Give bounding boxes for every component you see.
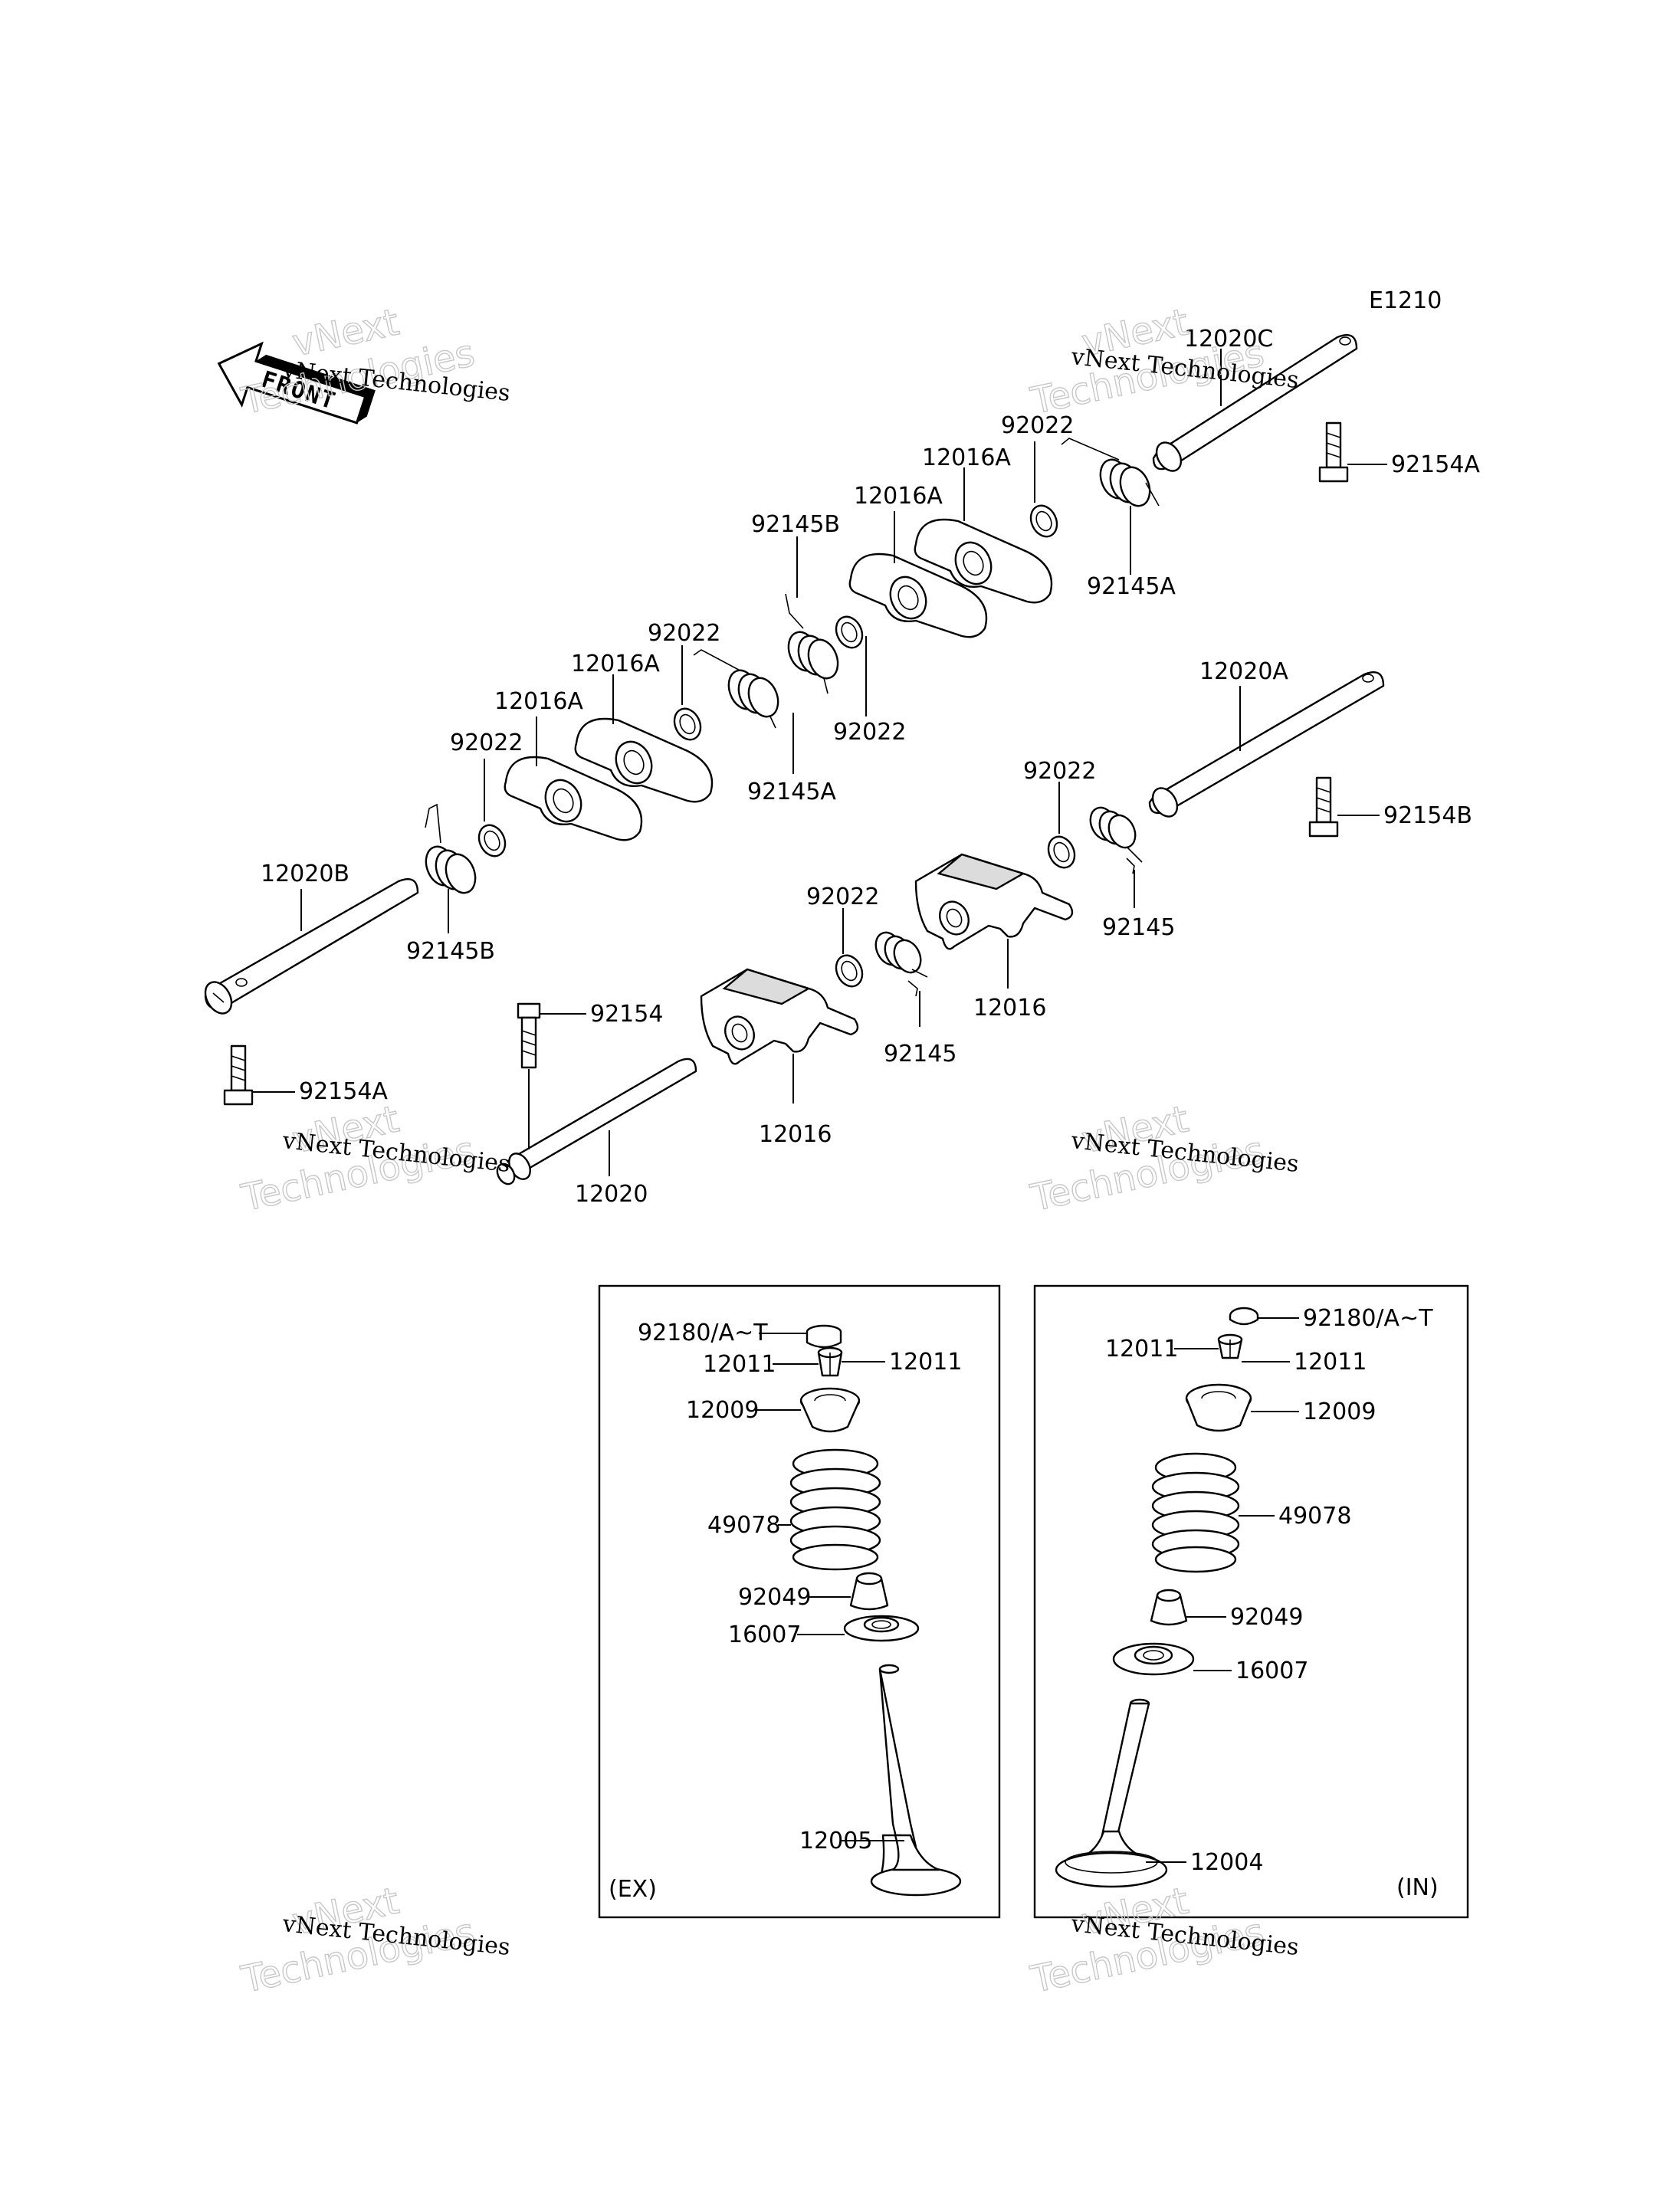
in-label: (IN) [1396,1874,1439,1901]
spring-seat-16007-ex [843,1615,920,1642]
washer-92022-e [1047,835,1076,869]
shim-92180-ex [806,1324,842,1349]
label-92022-c: 92022 [833,719,906,746]
washer-92022-top [1029,504,1058,538]
in-label-92049: 92049 [1230,1604,1303,1631]
label-92022-e: 92022 [1023,758,1096,785]
rocker-shaft-12020B [204,877,419,1015]
rocker-arm-12016A-c [574,717,714,803]
ex-label-16007: 16007 [728,1622,801,1648]
washer-92022-b [835,615,864,649]
rocker-shaft-12020 [496,1058,697,1185]
label-92145A-b: 92145A [747,779,836,805]
ex-label-12011-left: 12011 [703,1351,776,1378]
in-label-12011-left: 12011 [1105,1336,1178,1362]
bolt-92154B [1308,776,1339,838]
spring-92145A-top [1061,438,1160,507]
exhaust-valve-12005 [870,1664,962,1897]
label-92145B-b: 92145B [406,938,495,965]
washer-92022-d [477,824,507,857]
ex-label-92049: 92049 [738,1584,811,1611]
spring-92145B-a [785,593,839,694]
label-12020: 12020 [575,1181,648,1208]
rocker-arm-12016A-b [848,553,988,638]
ex-label-92180: 92180/A~T [638,1320,768,1346]
spring-92145-b [874,931,928,997]
label-92022-f: 92022 [806,884,879,910]
label-12016A-d: 12016A [494,688,583,715]
valve-spring-49078-ex [789,1448,881,1571]
in-label-12011-right: 12011 [1294,1349,1367,1376]
label-92154: 92154 [590,1001,663,1028]
label-92154A-bottom: 92154A [299,1078,388,1105]
label-12020A: 12020A [1199,658,1288,685]
bolt-92154A-bottom [223,1044,254,1106]
spring-92145B-b [425,803,477,894]
ex-label-12009: 12009 [686,1397,759,1424]
bolt-92154 [517,1002,541,1069]
in-label-92180: 92180/A~T [1303,1305,1433,1332]
ex-label-12011-right: 12011 [889,1349,962,1376]
washer-92022-c [673,707,702,741]
stem-seal-92049-in [1150,1589,1188,1626]
stem-seal-92049-ex [849,1572,889,1611]
rocker-arm-12016A-a [914,518,1053,604]
rocker-arm-12016-a [914,853,1074,950]
label-92022-a: 92022 [1001,412,1074,439]
label-92145A-top: 92145A [1087,573,1176,600]
in-label-49078: 49078 [1278,1503,1351,1530]
label-12016-a: 12016 [973,995,1046,1021]
washer-92022-f [835,954,864,988]
label-92154A-top: 92154A [1391,451,1480,478]
rocker-arm-12016-b [700,968,859,1065]
label-92022-d: 92022 [450,730,523,756]
label-12016A-a: 12016A [922,444,1011,471]
in-label-12004: 12004 [1190,1849,1263,1876]
in-panel [1033,1284,1469,1919]
valve-spring-49078-in [1151,1452,1240,1573]
label-12016-b: 12016 [759,1121,832,1148]
front-arrow-icon: FRONT [217,341,376,425]
bolt-92154A-top [1318,421,1349,483]
label-12020C: 12020C [1184,326,1273,353]
label-92145B-a: 92145B [751,511,840,538]
intake-valve-12004 [1055,1698,1168,1888]
label-92145-a: 92145 [1102,914,1175,941]
spring-seat-16007-in [1112,1642,1195,1676]
rocker-shaft-12020A [1148,671,1385,818]
in-label-16007: 16007 [1235,1658,1308,1684]
retainer-12009-in [1185,1383,1252,1432]
label-12020B: 12020B [261,861,349,887]
ex-label: (EX) [609,1876,657,1903]
label-92145-b: 92145 [884,1041,956,1067]
diagram-code: E1210 [1369,287,1442,314]
ex-label-12005: 12005 [799,1828,872,1854]
ex-label-49078: 49078 [707,1512,780,1539]
label-12016A-c: 12016A [571,651,660,677]
keeper-12011-ex [817,1346,843,1377]
label-92154B: 92154B [1383,802,1472,829]
spring-92145A-b [693,649,779,729]
ex-panel [598,1284,1001,1919]
shim-92180-in [1229,1307,1259,1326]
spring-92145-a [1089,806,1143,874]
keeper-12011-in [1217,1333,1243,1359]
label-92022-b: 92022 [648,620,720,647]
label-12016A-b: 12016A [854,483,943,510]
retainer-12009-ex [799,1387,861,1433]
in-label-12009: 12009 [1303,1399,1376,1425]
rocker-shaft-12020C [1152,333,1358,472]
